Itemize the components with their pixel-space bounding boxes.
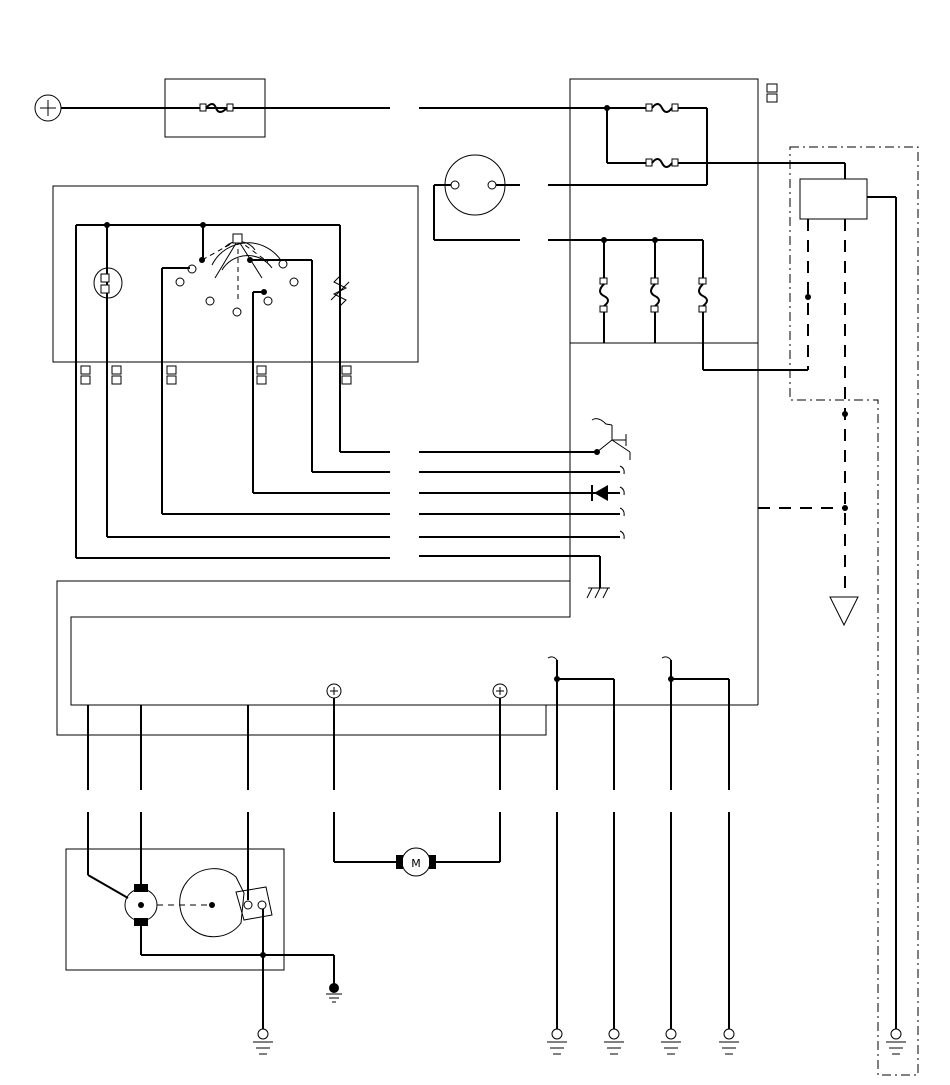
motor-icon: M	[396, 847, 436, 877]
module-boundary	[789, 146, 919, 1076]
ground-icon	[326, 983, 342, 1003]
fuse-icon	[645, 103, 679, 113]
main-fuse-box	[164, 78, 266, 138]
motor-label: M	[411, 857, 421, 870]
fuse-icon	[645, 158, 679, 168]
diode-icon	[591, 485, 608, 501]
resistor-icon	[330, 275, 350, 307]
actuator-box	[65, 848, 285, 971]
ground-icon	[547, 1028, 567, 1055]
ground-icon	[886, 1028, 906, 1055]
pin-stubs	[619, 465, 625, 540]
ground-icon	[253, 1028, 273, 1055]
chassis-ground-icon	[586, 556, 610, 599]
ground-icon	[661, 1028, 681, 1055]
branch-fuses	[599, 237, 808, 371]
main-fuse-icon	[199, 103, 234, 113]
fuse-relay-box	[569, 78, 759, 344]
ground-icon	[604, 1028, 624, 1055]
signal-ground-icon	[829, 596, 859, 627]
battery-positive-icon	[326, 683, 342, 699]
harness-outline-outer	[56, 580, 570, 736]
rotary-switch-icon	[175, 225, 299, 317]
ground-icon	[719, 1028, 739, 1055]
transistor-icon	[591, 418, 631, 460]
battery-positive-icon	[492, 683, 508, 699]
connector-icon	[766, 83, 778, 103]
lamp-icon	[93, 267, 123, 299]
switch-assembly	[52, 185, 419, 363]
control-unit	[799, 178, 868, 220]
harness-outline-inner	[70, 580, 758, 706]
connector-icon	[80, 365, 352, 385]
actuator-gear-icon	[124, 868, 273, 938]
output-wires	[547, 656, 730, 1030]
battery-positive-icon	[34, 94, 62, 122]
